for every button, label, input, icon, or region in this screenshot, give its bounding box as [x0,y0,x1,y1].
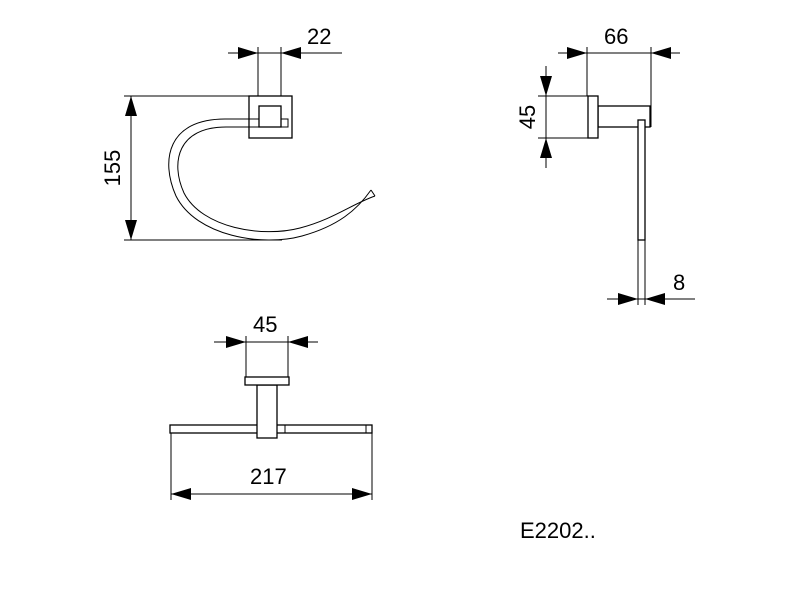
dim-8: 8 [607,270,695,305]
dim-label-45-top: 45 [253,312,277,337]
dim-label-217: 217 [250,464,287,489]
product-code: E2202.. [520,518,596,543]
side-view: 66 45 8 [515,24,695,305]
dim-217: 217 [170,433,373,500]
dim-155: 155 [100,95,282,241]
dim-label-45-side: 45 [515,105,540,129]
towel-ring-top [169,376,373,439]
front-view: 22 155 [100,24,376,241]
top-view: 45 217 [169,312,373,500]
dim-45-side: 45 [515,66,588,168]
dim-45-top: 45 [214,312,318,377]
dim-66: 66 [558,24,680,127]
dim-22: 22 [228,24,342,127]
towel-ring-front [168,95,376,241]
dim-label-66: 66 [604,24,628,49]
dim-label-155: 155 [100,150,125,187]
dim-label-22: 22 [307,24,331,49]
dim-label-8: 8 [673,270,685,295]
towel-ring-side [587,95,651,305]
